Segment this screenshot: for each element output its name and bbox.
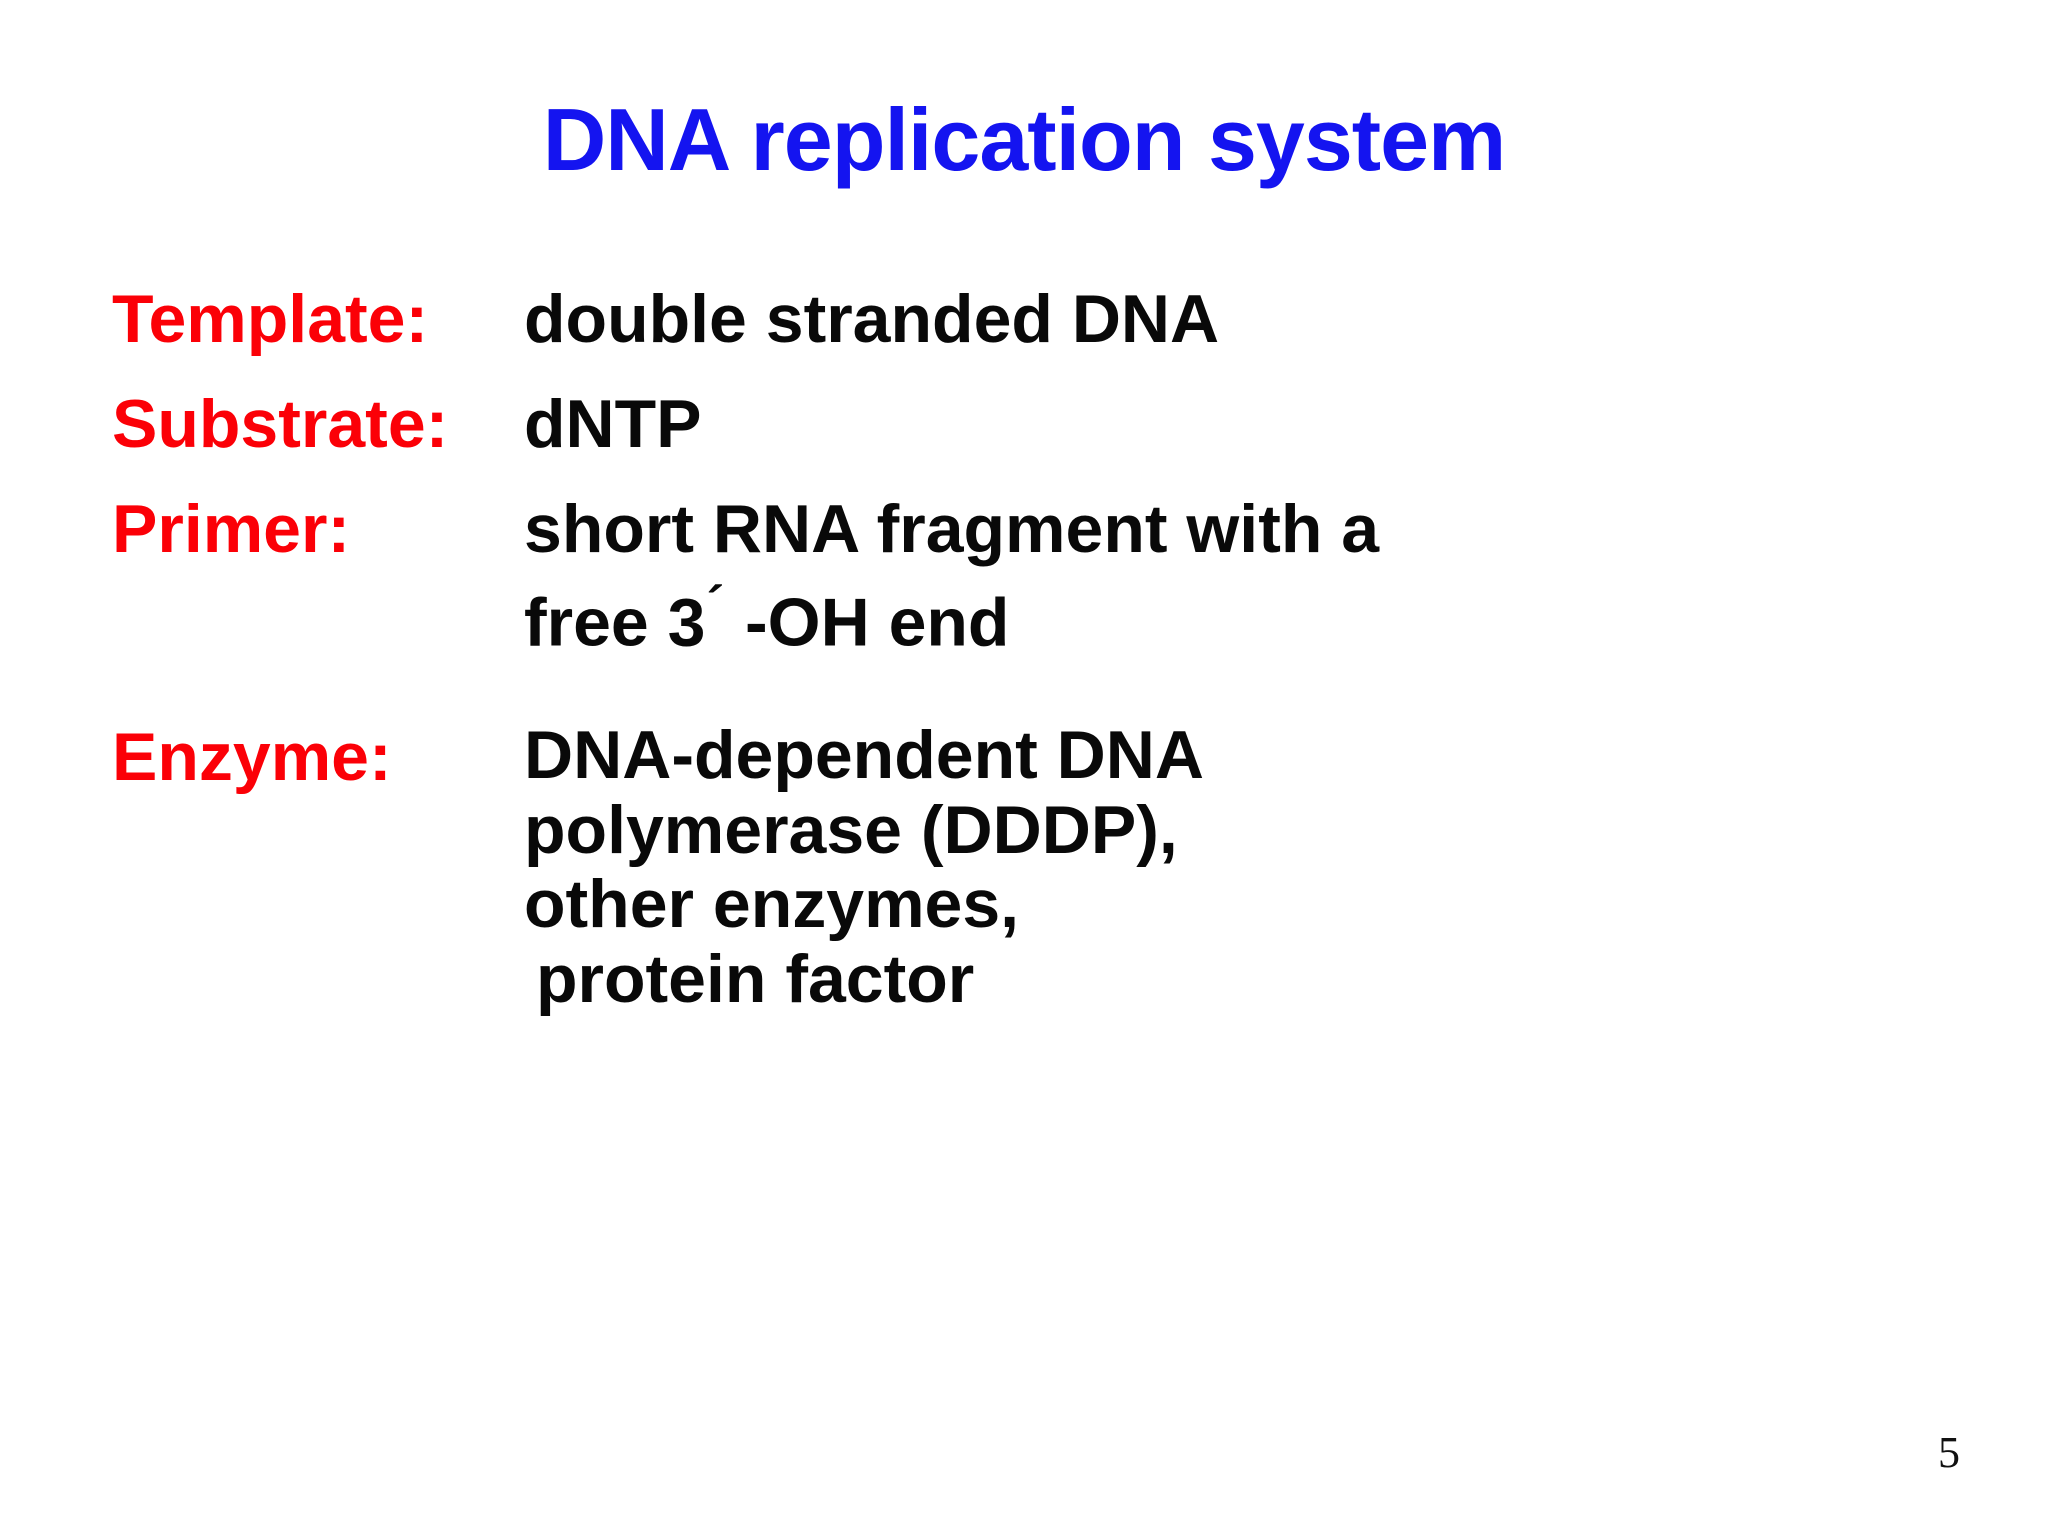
primer-line2-before: free 3 [524,583,706,660]
page-number: 5 [1938,1428,1960,1477]
row-value-enzyme-line-4: protein factor [536,941,975,1018]
row-value-template-line-1: double stranded DNA [524,281,1220,357]
slide-body: Template: double stranded DNA Substrate:… [112,280,1972,1037]
row-substrate: Substrate: dNTP [112,385,1972,464]
row-enzyme: Enzyme: DNA-dependent DNA polymerase (DD… [112,716,1972,1018]
row-value-substrate: dNTP [524,385,1972,464]
row-template: Template: double stranded DNA [112,280,1972,359]
row-label-enzyme: Enzyme: [112,718,392,795]
page-title: DNA replication system [542,90,1507,189]
primer-line2-after: -OH end [726,583,1010,660]
row-value-template: double stranded DNA [524,280,1972,359]
row-value-primer-line-2: free 3´ -OH end [524,575,1972,662]
row-value-enzyme-line-3: other enzymes, [524,866,1020,943]
row-primer: Primer: short RNA fragment with a free 3… [112,490,1972,662]
row-label-primer: Primer: [112,490,351,567]
row-value-enzyme: DNA-dependent DNA polymerase (DDDP), oth… [524,716,1972,1018]
row-value-primer: short RNA fragment with a free 3´ -OH en… [524,490,1972,662]
row-value-enzyme-line-2: polymerase (DDDP), [524,791,1178,868]
row-label-substrate: Substrate: [112,385,449,462]
row-value-primer-line-1: short RNA fragment with a [524,490,1380,567]
row-label-template: Template: [112,281,429,357]
prime-mark-icon: ´ [706,575,725,635]
row-value-substrate-line-1: dNTP [524,385,702,462]
row-value-enzyme-line-1: DNA-dependent DNA [524,716,1204,793]
